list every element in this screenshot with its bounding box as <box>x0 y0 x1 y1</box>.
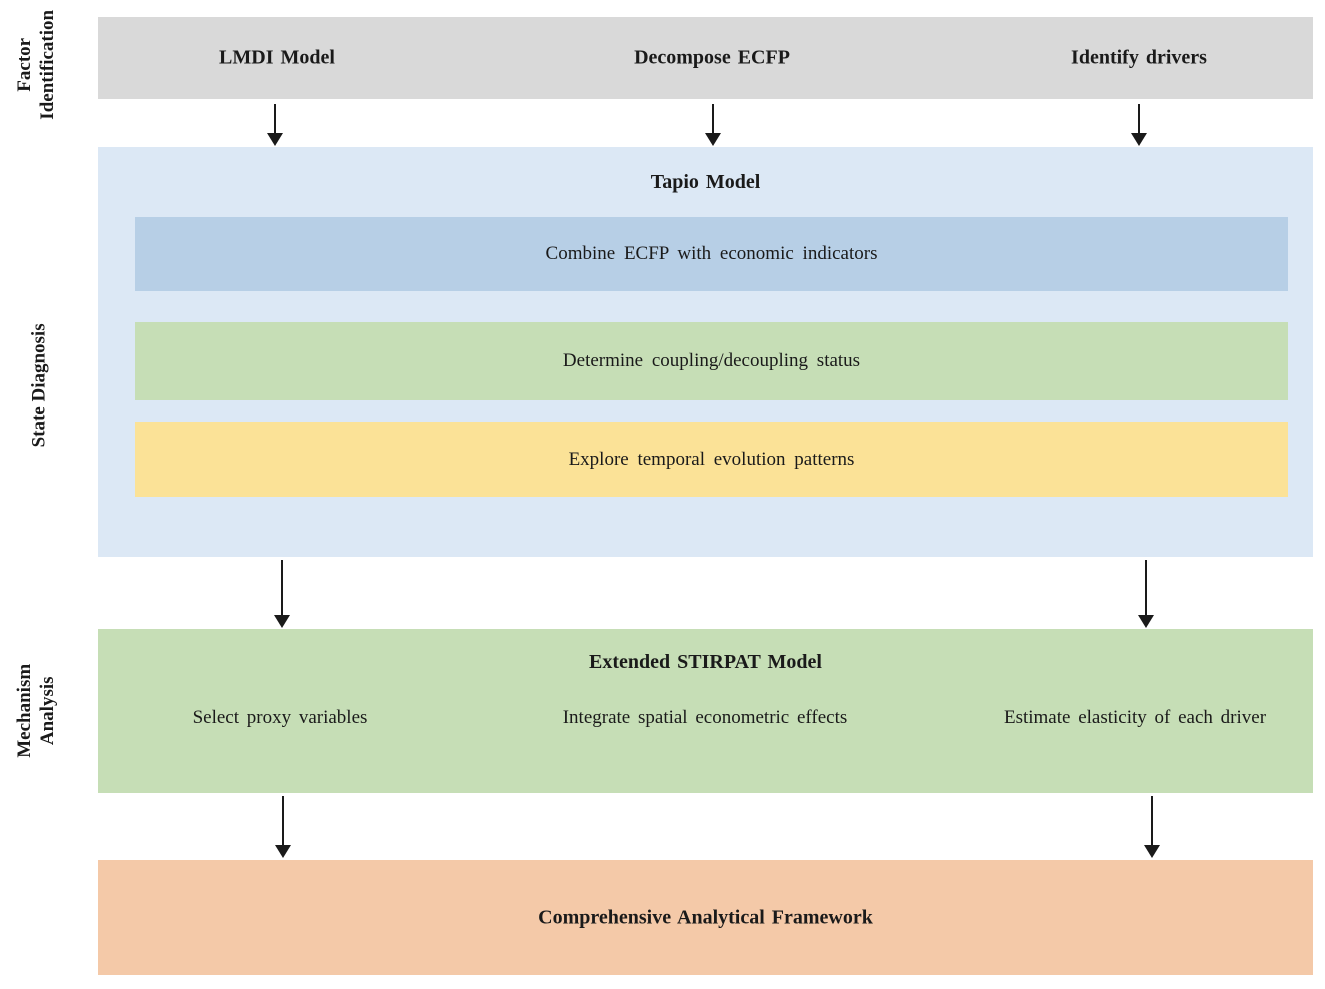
comprehensive-framework-bar: Comprehensive Analytical Framework <box>98 860 1313 975</box>
step-label: Explore temporal evolution patterns <box>568 448 855 470</box>
step-combine-ecfp: Combine ECFP with economic indicators <box>135 217 1288 291</box>
mechanism-item-integrate-spatial: Integrate spatial econometric effects <box>562 707 848 728</box>
tapio-model-title: Tapio Model <box>650 171 761 193</box>
step-determine-coupling: Determine coupling/decoupling status <box>135 322 1288 400</box>
framework-title: Comprehensive Analytical Framework <box>538 906 873 928</box>
factor-identification-bar: LMDI Model Decompose ECFP Identify drive… <box>98 17 1313 99</box>
mechanism-item-select-proxy: Select proxy variables <box>192 707 368 728</box>
stage-label-factor-identification: Factor Identification <box>14 9 58 120</box>
step-label: Combine ECFP with economic indicators <box>545 243 878 264</box>
step-explore-temporal: Explore temporal evolution patterns <box>135 422 1288 497</box>
factor-item-lmdi-model: LMDI Model <box>219 46 335 69</box>
factor-item-identify-drivers: Identify drivers <box>1071 46 1207 69</box>
step-label: Determine coupling/decoupling status <box>562 350 861 371</box>
factor-item-decompose-ecfp: Decompose ECFP <box>634 46 790 69</box>
mechanism-item-estimate-elasticity: Estimate elasticity of each driver <box>1003 707 1267 728</box>
stage-label-mechanism-analysis: Mechanism Analysis <box>14 663 58 758</box>
stage-label-state-diagnosis: State Diagnosis <box>28 323 50 448</box>
state-diagnosis-panel: Tapio Model Combine ECFP with economic i… <box>98 147 1313 557</box>
stirpat-model-title: Extended STIRPAT Model <box>589 651 822 673</box>
mechanism-analysis-panel: Extended STIRPAT Model Select proxy vari… <box>98 629 1313 793</box>
